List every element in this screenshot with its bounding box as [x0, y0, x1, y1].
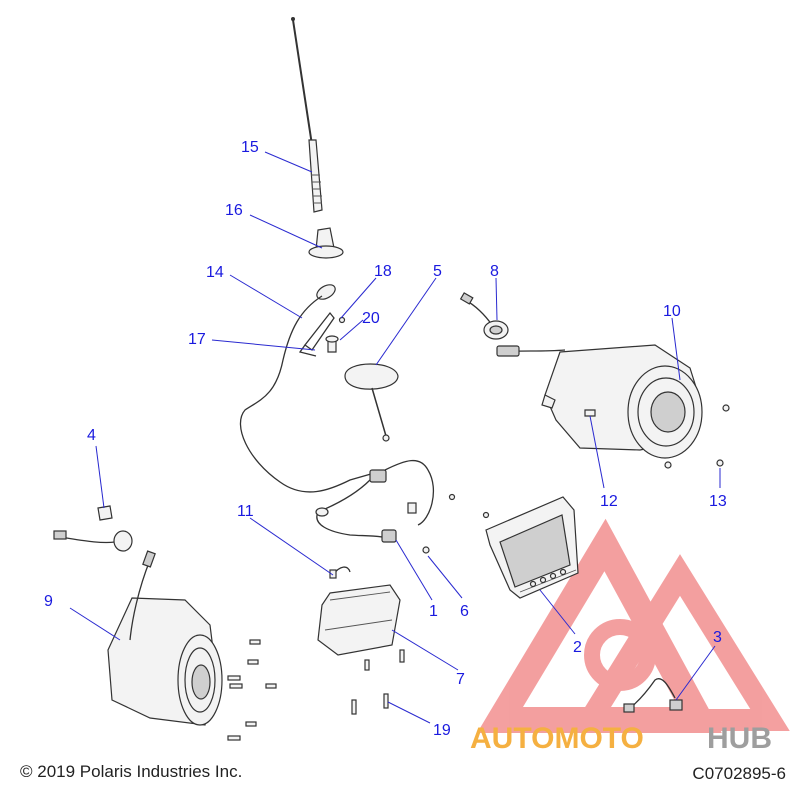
amplifier-screws [351, 649, 405, 715]
amplifier-module [317, 584, 401, 656]
watermark-text-part2: HUB [707, 722, 772, 755]
callout-8: 8 [490, 263, 499, 280]
callout-4: 4 [87, 427, 96, 444]
antenna-base [308, 227, 344, 259]
watermark-text-part1: AUTOMOTO [470, 722, 644, 755]
copyright-notice: © 2019 Polaris Industries Inc. [20, 762, 243, 781]
screw-6c [482, 511, 490, 519]
screw-6b [448, 493, 456, 501]
callout-17: 17 [188, 331, 206, 348]
callout-14: 14 [206, 264, 224, 281]
callout-16: 16 [225, 202, 243, 219]
callout-11: 11 [237, 503, 254, 520]
callout-15: 15 [241, 139, 259, 156]
gps-antenna [344, 363, 399, 442]
display-harness [623, 678, 683, 713]
callout-9: 9 [44, 593, 53, 610]
speaker-connector-left [459, 292, 509, 340]
callout-12: 12 [600, 493, 618, 510]
callout-20: 20 [362, 310, 380, 327]
callout-6: 6 [460, 603, 469, 620]
watermark-logo [477, 518, 790, 733]
callout-13: 13 [709, 493, 727, 510]
cable-clip [329, 566, 351, 579]
speaker-pod-right [496, 344, 703, 459]
callout-3: 3 [713, 629, 722, 646]
callout-2: 2 [573, 639, 582, 656]
bracket-screw [325, 335, 339, 353]
speaker-connector-left-wire [53, 530, 133, 552]
callout-18: 18 [374, 263, 392, 280]
leader-lines [69, 151, 721, 724]
callout-1: 1 [429, 603, 438, 620]
diagram-code: C0702895-6 [692, 764, 786, 783]
screw-6 [422, 546, 430, 554]
callout-10: 10 [663, 303, 681, 320]
pod-fasteners-left [227, 639, 277, 741]
callout-7: 7 [456, 671, 465, 688]
callout-5: 5 [433, 263, 442, 280]
display-unit [485, 496, 579, 599]
antenna-mast [291, 17, 323, 213]
pod-fasteners-right [584, 404, 730, 469]
speaker-pod-left [107, 550, 223, 726]
antenna-bracket [298, 311, 335, 357]
bracket-nut [338, 316, 346, 324]
wire-clip [97, 505, 113, 521]
callout-19: 19 [433, 722, 451, 739]
antenna-cable [239, 284, 435, 543]
